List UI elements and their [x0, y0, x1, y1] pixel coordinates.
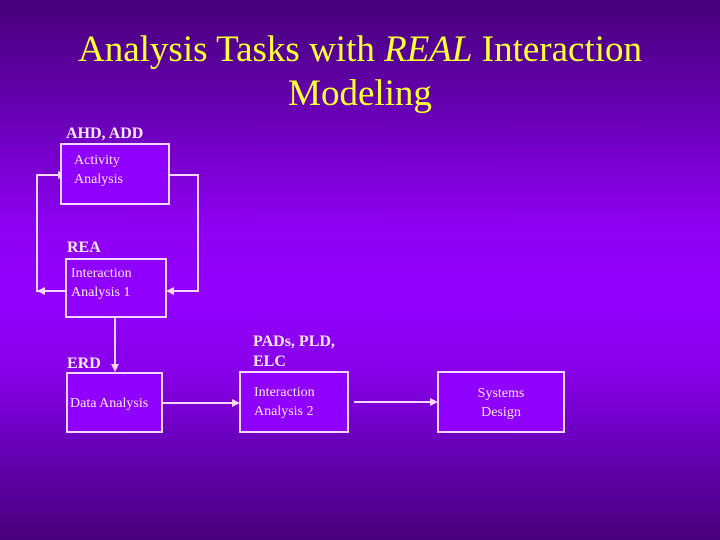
title-text: Interaction [472, 29, 642, 70]
box-text: Interaction [254, 385, 315, 400]
interaction-analysis-2-box[interactable]: Interaction Analysis 2 [239, 371, 349, 433]
label-line: PADs, PLD, [253, 333, 335, 350]
box-text: Data Analysis [70, 396, 149, 411]
box-text: Analysis 1 [71, 285, 131, 300]
systems-design-box[interactable]: Systems Design [437, 371, 565, 433]
box-text: Systems [477, 386, 525, 401]
activity-analysis-box[interactable]: Activity Analysis [60, 143, 170, 205]
data-analysis-box[interactable]: Data Analysis [66, 372, 163, 433]
box-text: Design [481, 405, 521, 420]
label-line: ELC [253, 353, 286, 370]
slide-title: Analysis Tasks with REAL Interaction Mod… [0, 28, 720, 116]
title-text: Analysis Tasks with [78, 29, 385, 70]
data-label: ERD [67, 355, 101, 372]
activity-label: AHD, ADD [66, 125, 144, 142]
interaction2-label: PADs, PLD, ELC [253, 332, 335, 372]
interaction1-label: REA [67, 239, 101, 256]
box-text: Analysis [74, 172, 123, 187]
interaction-analysis-1-box[interactable]: Interaction Analysis 1 [65, 258, 167, 318]
box-text: Interaction [71, 266, 132, 281]
box-text: Analysis 2 [254, 404, 314, 419]
title-line2: Modeling [288, 73, 432, 114]
title-emphasis: REAL [384, 29, 473, 70]
box-text: Activity [74, 153, 120, 168]
